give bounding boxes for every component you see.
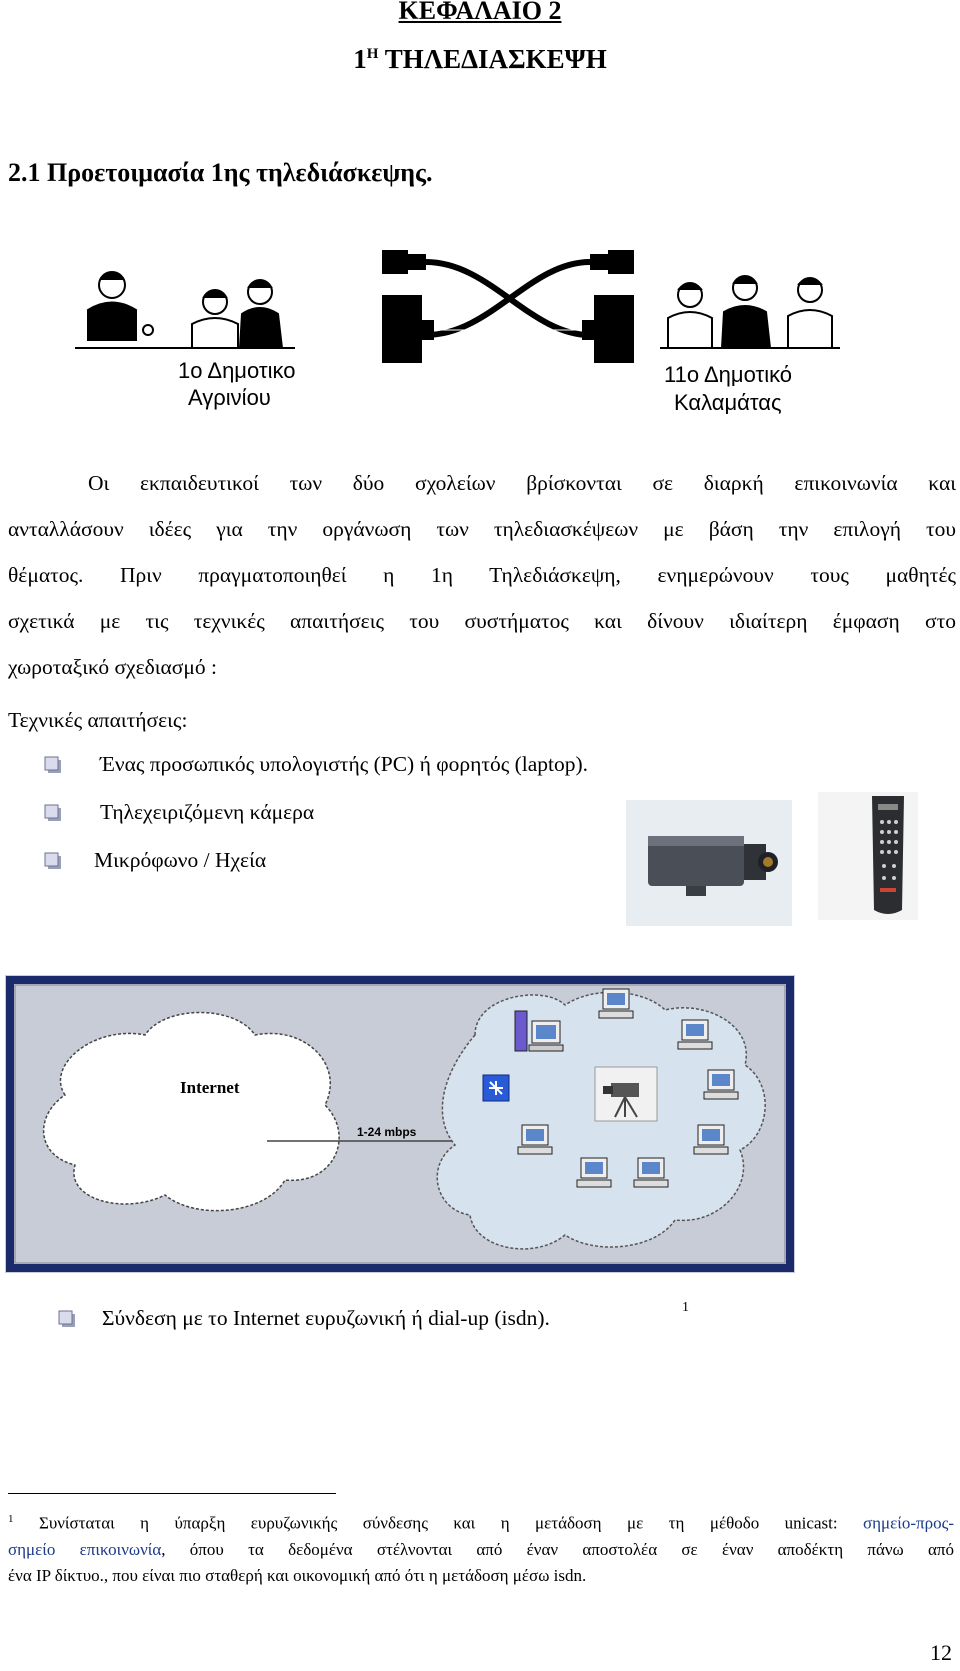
footnote-link[interactable]: σημείο-προς-: [863, 1513, 955, 1533]
requirement-item: Μικρόφωνο / Ηχεία: [44, 848, 544, 878]
computer-icon: [633, 1157, 669, 1188]
computer-icon: [703, 1069, 739, 1100]
section-heading: 2.1 Προετοιμασία 1ης τηλεδιάσκεψης.: [8, 158, 433, 187]
internet-cloud-icon: [42, 1011, 340, 1212]
people-group-right-icon: [660, 275, 840, 349]
bullet-square-icon: [44, 852, 61, 869]
school-right-line2: Καλαμάτας: [674, 390, 782, 415]
requirement-item-text: Ένας προσωπικός υπολογιστής (PC) ή φορητ…: [100, 752, 589, 776]
intro-paragraph: Οι εκπαιδευτικοί των δύο σχολείων βρίσκο…: [8, 460, 956, 690]
footnote-line: ένα IP δίκτυο., που είναι πιο σταθερή κα…: [8, 1565, 587, 1585]
page-number: 12: [930, 1640, 952, 1665]
computer-icon: [693, 1124, 729, 1155]
requirement-item-text: Μικρόφωνο / Ηχεία: [94, 848, 267, 872]
crossed-cables-icon: [382, 250, 634, 363]
footnote-line: σημείο επικοινωνία, όπου τα δεδομένα στέ…: [8, 1539, 954, 1559]
paragraph-line: σχετικά με τις τεχνικές απαιτήσεις του σ…: [8, 609, 956, 633]
bullet-square-icon: [58, 1310, 75, 1327]
paragraph-line: θέματος. Πριν πραγματοποιηθεί η 1η Τηλεδ…: [8, 563, 956, 587]
people-group-left-icon: [75, 271, 295, 349]
chapter-title: 1Η ΤΗΛΕΔΙΑΣΚΕΨΗ: [353, 44, 607, 74]
requirement-item-text: Τηλεχειριζόμενη κάμερα: [100, 800, 315, 824]
requirement-item: Τηλεχειριζόμενη κάμερα: [44, 800, 544, 830]
school-left-line1: 1ο Δημοτικο: [178, 358, 295, 383]
diagram-frame: [6, 976, 794, 1272]
bullet-square-icon: [44, 804, 61, 821]
requirement-item-text: Σύνδεση με το Internet ευρυζωνική ή dial…: [102, 1306, 550, 1330]
bandwidth-label: 1-24 mbps: [357, 1125, 417, 1139]
network-diagram: Internet 1-24 mbps: [5, 975, 795, 1273]
footnote-reference: 1: [682, 1300, 689, 1315]
footnote-link[interactable]: σημείο επικοινωνία: [8, 1539, 162, 1559]
footnote: 1 Συνίσταται η ύπαρξη ευρυζωνικής σύνδεσ…: [8, 1506, 954, 1589]
school-left-line2: Αγρινίου: [188, 385, 271, 410]
server-workstation-icon: [514, 1010, 564, 1052]
tripod-camera-icon: [594, 1066, 658, 1122]
footnote-separator: [8, 1493, 336, 1494]
network-switch-icon: [482, 1074, 510, 1102]
requirements-label: Τεχνικές απαιτήσεις:: [8, 708, 188, 732]
chapter-heading: ΚΕΦΑΛΑΙΟ 2: [398, 0, 562, 25]
paragraph-line: Οι εκπαιδευτικοί των δύο σχολείων βρίσκο…: [88, 471, 956, 495]
schools-connection-figure: 1ο Δημοτικο Αγρινίου 11ο Δημοτικό Καλαμά…: [75, 250, 840, 415]
paragraph-line: χωροταξικό σχεδιασμό :: [8, 655, 218, 679]
computer-icon: [598, 988, 634, 1019]
computer-icon: [576, 1157, 612, 1188]
paragraph-line: ανταλλάσουν ιδέες για την οργάνωση των τ…: [8, 517, 956, 541]
internet-label: Internet: [180, 1078, 240, 1097]
computer-icon: [517, 1124, 553, 1155]
footnote-line: 1 Συνίσταται η ύπαρξη ευρυζωνικής σύνδεσ…: [8, 1513, 955, 1533]
remote-control-icon: [818, 792, 918, 920]
requirement-item: Ένας προσωπικός υπολογιστής (PC) ή φορητ…: [44, 752, 744, 782]
computer-icon: [677, 1019, 713, 1050]
bullet-square-icon: [44, 756, 61, 773]
camera-photo-icon: [626, 800, 792, 926]
footnote-marker: 1: [8, 1513, 14, 1525]
requirement-item: Σύνδεση με το Internet ευρυζωνική ή dial…: [58, 1300, 758, 1338]
school-right-line1: 11ο Δημοτικό: [664, 362, 792, 387]
